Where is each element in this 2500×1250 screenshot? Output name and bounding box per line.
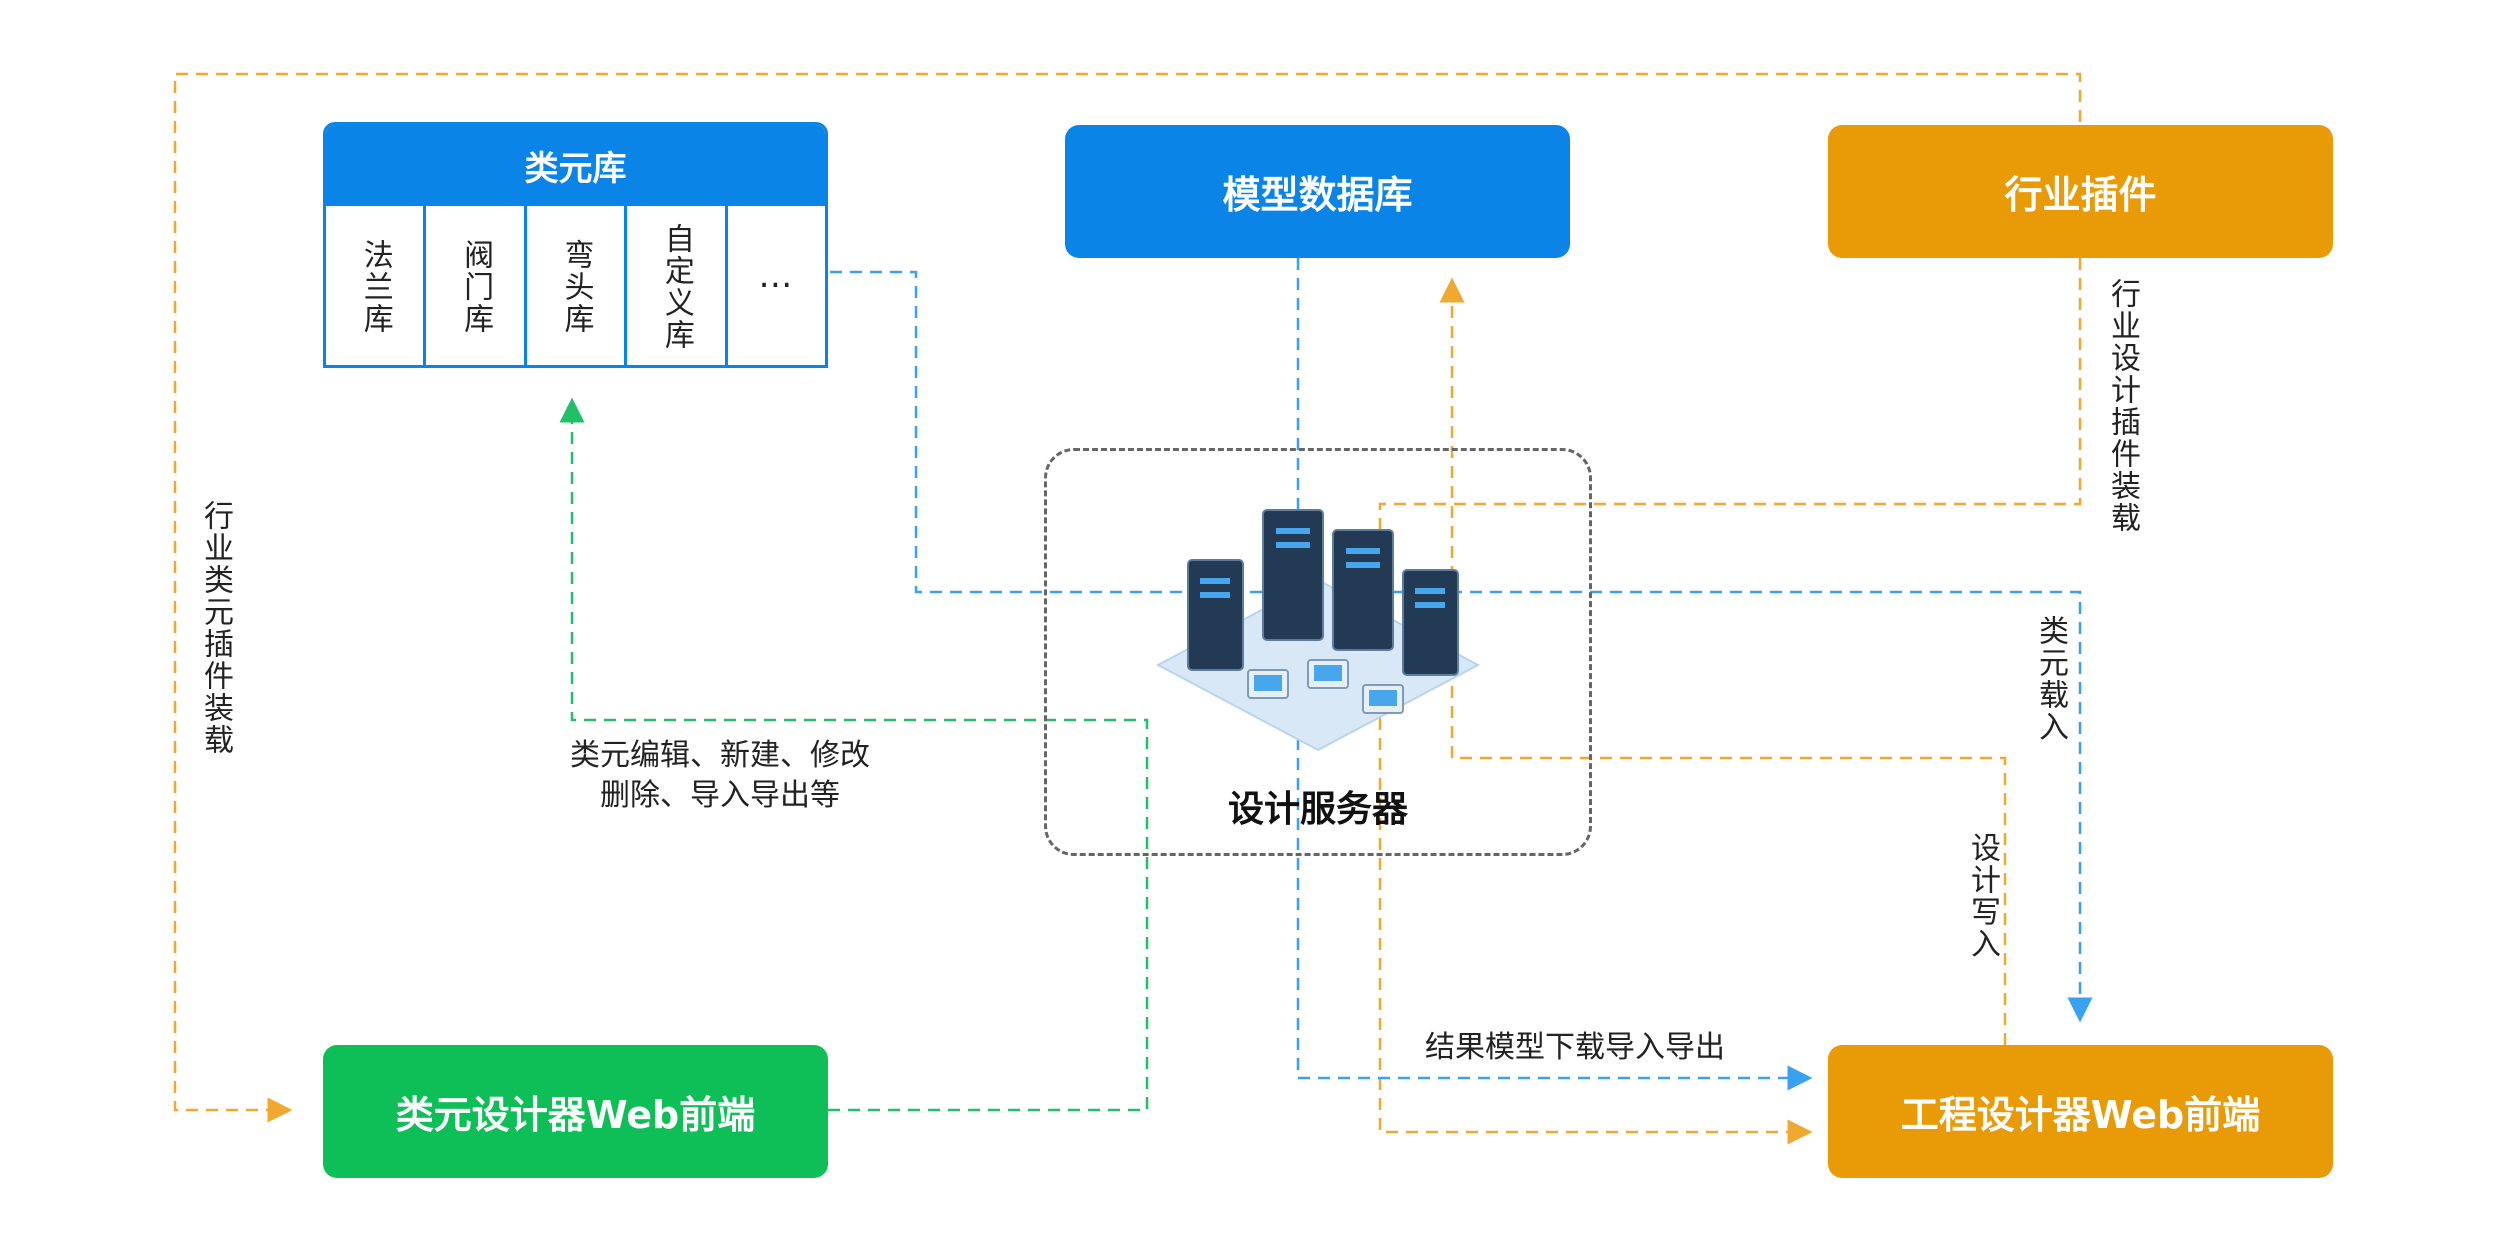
label-class-edit-line1: 类元编辑、新建、修改: [570, 738, 870, 773]
class-library-cells: 法兰库 阀门库 弯头库 自定义库 …: [326, 206, 825, 365]
label-result-model: 结果模型下载导入导出: [1425, 1030, 1725, 1065]
connector-plugin-to-class-designer: [173, 72, 2082, 1123]
label-industry-class-plugin-load: 行业类元插件装载: [198, 500, 233, 756]
industry-plugin-node: 行业插件: [1828, 125, 2333, 258]
library-cell-flange: 法兰库: [326, 206, 427, 365]
engineering-designer-node: 工程设计器Web前端: [1828, 1045, 2333, 1178]
class-designer-node: 类元设计器Web前端: [323, 1045, 828, 1178]
connector-class-load: [830, 270, 2093, 1023]
library-cell-more: …: [758, 256, 795, 296]
connector-result-model: [1296, 258, 1813, 1091]
label-class-edit-line2: 删除、导入导出等: [600, 778, 840, 813]
label-design-write: 设计写入: [1965, 832, 2000, 960]
server-rack-icon: [1155, 509, 1481, 752]
class-library-title: 类元库: [326, 125, 825, 206]
label-class-load: 类元载入: [2033, 615, 2068, 743]
library-cell-elbow: 弯头库: [527, 206, 628, 365]
library-cell-custom: 自定义库: [627, 206, 728, 365]
label-industry-design-plugin-load: 行业设计插件装载: [2105, 278, 2140, 534]
class-library-node: 类元库 法兰库 阀门库 弯头库 自定义库 …: [323, 122, 828, 368]
connector-plugin-to-server: [1378, 258, 2082, 1145]
connector-class-edit: [559, 397, 1149, 1112]
model-database-node: 模型数据库: [1065, 125, 1570, 258]
library-cell-valve: 阀门库: [426, 206, 527, 365]
connector-design-write: [1439, 277, 2007, 1045]
design-server-label: 设计服务器: [1227, 789, 1408, 830]
design-server-node: [1044, 448, 1592, 856]
